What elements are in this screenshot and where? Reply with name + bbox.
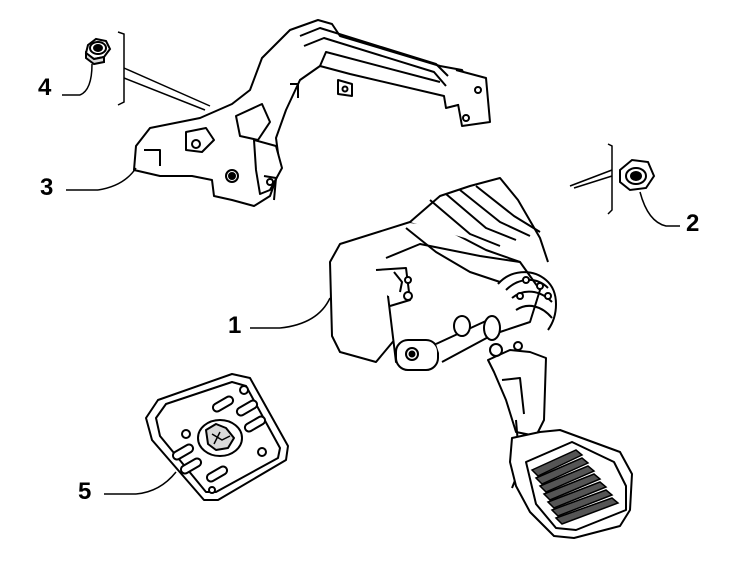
callout-curve-1: [279, 297, 331, 329]
leader-line-4-a: [123, 67, 211, 107]
callout-label-5: 5: [78, 478, 92, 505]
leader-line-2-a: [569, 169, 613, 187]
callout-curve-4: [79, 63, 93, 96]
callout-label-3: 3: [40, 174, 54, 201]
callout-bracket-4: [117, 31, 125, 106]
mounting-bracket-part-3: [133, 19, 491, 207]
leader-line-2-b: [573, 175, 613, 189]
callout-curve-3: [97, 167, 137, 191]
nut-part-4: [84, 37, 112, 66]
flange-nut-part-2: [619, 158, 656, 192]
callout-curve-5: [135, 471, 177, 495]
callout-bracket-2: [607, 143, 613, 215]
callout-label-1: 1: [228, 312, 242, 339]
callout-curve-2: [639, 191, 680, 227]
leader-line-4-b: [123, 77, 206, 111]
callout-label-4: 4: [38, 74, 52, 101]
pedal-plate-part-5: [145, 373, 289, 501]
pedal-pad-ribs: [530, 449, 620, 525]
callout-label-2: 2: [686, 210, 700, 237]
